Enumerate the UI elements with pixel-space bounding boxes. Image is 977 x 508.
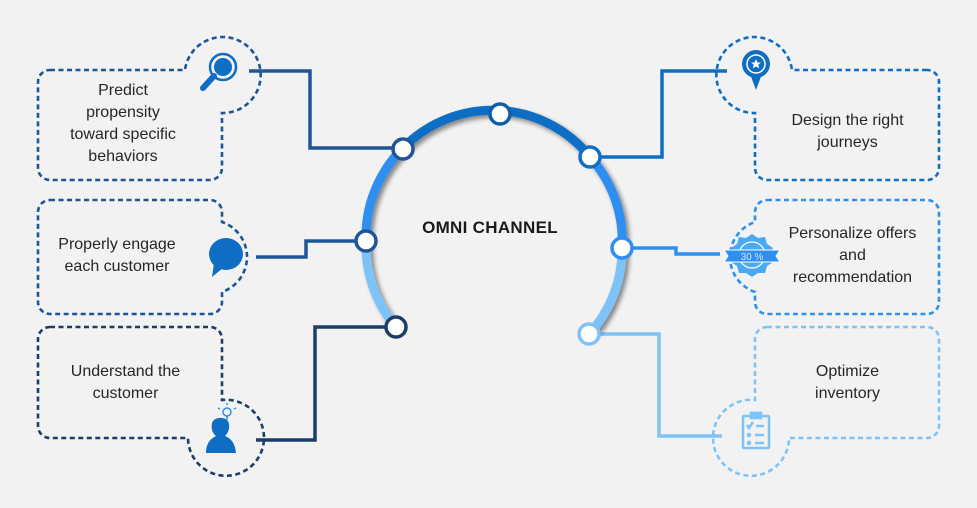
card-outline-engage <box>36 198 249 316</box>
map-pin-star-icon <box>742 50 770 90</box>
node-design <box>578 145 602 169</box>
connector-personalize <box>622 246 720 256</box>
node-understand <box>384 315 408 339</box>
discount-badge-icon: 30 % <box>723 234 781 277</box>
node-top <box>488 102 512 126</box>
magnifier-icon <box>200 52 238 91</box>
badge-text: 30 % <box>741 252 764 263</box>
card-outline-personalize <box>728 198 941 316</box>
node-predict <box>391 137 415 161</box>
clipboard-checklist-icon <box>741 411 771 450</box>
card-outline-understand <box>36 325 266 478</box>
card-outline-design <box>715 35 941 182</box>
card-outline-optimize <box>711 325 941 478</box>
node-personalize <box>610 236 634 260</box>
connector-understand <box>256 325 396 442</box>
person-idea-icon <box>206 403 237 453</box>
arc-segment-lower-right <box>585 247 627 338</box>
connector-design <box>590 69 727 159</box>
chat-bubble-icon <box>209 238 243 277</box>
connector-engage <box>256 239 366 259</box>
node-optimize <box>577 322 601 346</box>
node-engage <box>354 229 378 253</box>
arc-segment-upper-right <box>586 153 627 249</box>
connector-predict <box>249 69 403 150</box>
arc-segment-lower-left <box>361 240 400 330</box>
center-title: OMNI CHANNEL <box>422 218 558 237</box>
card-outline-predict <box>36 35 262 182</box>
connector-optimize <box>589 332 722 438</box>
